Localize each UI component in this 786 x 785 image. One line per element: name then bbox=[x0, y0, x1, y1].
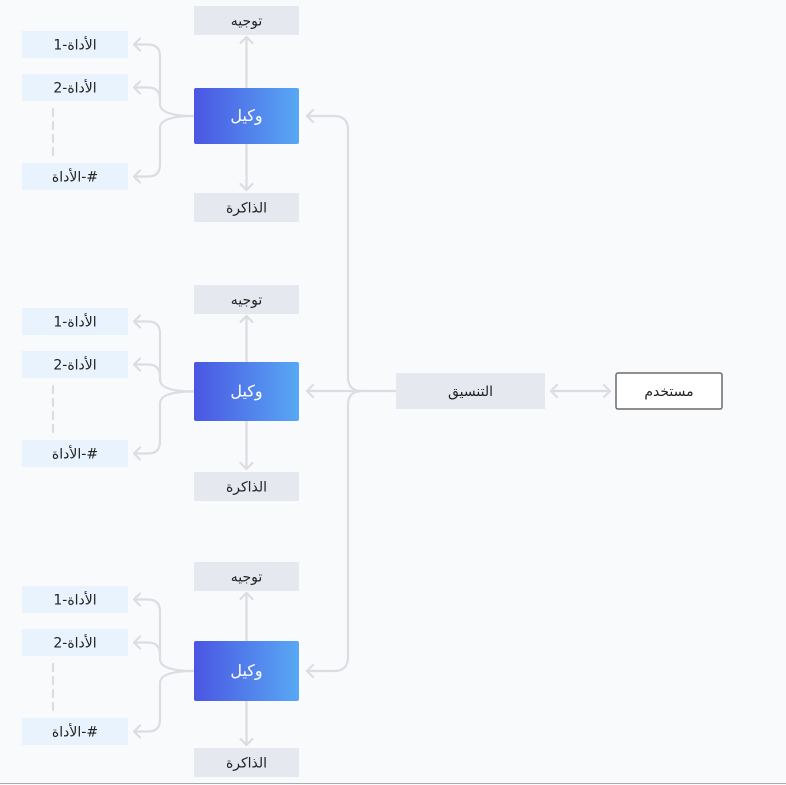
agent-2-tool-1-line bbox=[132, 320, 196, 393]
agent-1-tool-1-box-label: الأداة-1 bbox=[53, 36, 96, 54]
agent-2-tool-n-box-label: الأداة-# bbox=[52, 445, 98, 463]
routing-box-3-shape bbox=[194, 562, 299, 591]
agent-1-tool-n-arrow bbox=[132, 169, 142, 184]
agent-1-tool-2-box-shape bbox=[22, 74, 128, 101]
agent-1-tool-1-line bbox=[132, 43, 196, 118]
agent-box-1-label: وكيل bbox=[230, 106, 262, 126]
agent-3-tool-2-box: الأداة-2 bbox=[22, 629, 128, 656]
memory-box-3: الذاكرة bbox=[194, 748, 299, 777]
agent-2-tool-n-box-shape bbox=[22, 440, 128, 467]
memory-box-2: الذاكرة bbox=[194, 472, 299, 501]
connectors bbox=[51, 35, 612, 747]
agent-3-tool-n-box-shape bbox=[22, 718, 128, 745]
agent-2-to-routing-arrow bbox=[239, 314, 254, 324]
memory-box-3-label: الذاكرة bbox=[226, 756, 267, 772]
agent-2-tool-1-box-shape bbox=[22, 308, 128, 335]
nodes: توجيه الذاكرة وكيل الأداة-1 الأداة-2 الأداة-#… bbox=[22, 6, 723, 777]
agent-2-tool-1-box: الأداة-1 bbox=[22, 308, 128, 335]
agent-3-tool-2-arrow bbox=[132, 635, 142, 650]
orchestration-box: التنسيق bbox=[396, 373, 545, 409]
agent-box-2: وكيل bbox=[194, 362, 299, 421]
agent-2-tool-2-line bbox=[132, 363, 162, 378]
agent-3-to-memory-arrow bbox=[239, 737, 254, 747]
agent-2-tool-1-box-label: الأداة-1 bbox=[53, 313, 96, 331]
orchestration-box-shape bbox=[396, 373, 545, 409]
memory-box-3-shape bbox=[194, 748, 299, 777]
agent-1-tool-2-box-label: الأداة-2 bbox=[53, 79, 96, 97]
agent-2-tool-n-box: الأداة-# bbox=[22, 440, 128, 467]
memory-box-2-shape bbox=[194, 472, 299, 501]
agent-3-to-routing-arrow bbox=[239, 591, 254, 601]
agent-box-2-shape bbox=[194, 362, 299, 421]
agent-3-tool-1-box-shape bbox=[22, 586, 128, 613]
agent-box-1-shape bbox=[194, 88, 299, 144]
agent-box-2-label: وكيل bbox=[230, 382, 262, 402]
agent-1-tool-1-box-shape bbox=[22, 31, 128, 58]
orchestration-user-arrow-left bbox=[549, 383, 559, 399]
agent-1-tool-2-arrow bbox=[132, 80, 142, 95]
agent-1-tool-n-line bbox=[132, 114, 196, 178]
agent-3-tool-n-box-label: الأداة-# bbox=[52, 723, 98, 741]
memory-box-1-label: الذاكرة bbox=[226, 201, 267, 217]
orchestration-to-agent-3-arrow bbox=[305, 663, 315, 679]
orchestration-user-arrow-right bbox=[602, 383, 612, 399]
agent-1-to-routing-arrow bbox=[239, 35, 254, 45]
agent-2-tool-1-arrow bbox=[132, 314, 142, 329]
agent-2-tool-2-box-label: الأداة-2 bbox=[53, 356, 96, 374]
memory-box-2-label: الذاكرة bbox=[226, 480, 267, 496]
agent-box-3-shape bbox=[194, 641, 299, 701]
agent-2-tool-2-box-shape bbox=[22, 351, 128, 378]
agent-1-tool-1-arrow bbox=[132, 37, 142, 52]
routing-box-3: توجيه bbox=[194, 562, 299, 591]
agent-3-tool-2-box-shape bbox=[22, 629, 128, 656]
agent-3-tool-n-line bbox=[132, 669, 196, 733]
routing-box-1: توجيه bbox=[194, 6, 299, 35]
agent-1-tool-1-box: الأداة-1 bbox=[22, 31, 128, 58]
agent-1-tool-n-box-shape bbox=[22, 163, 128, 190]
orchestration-to-agent-2-arrow bbox=[305, 383, 315, 399]
user-box-shape bbox=[615, 372, 723, 410]
agent-3-tool-1-line bbox=[132, 598, 196, 673]
agent-1-to-memory-arrow bbox=[239, 182, 254, 192]
agent-box-1: وكيل bbox=[194, 88, 299, 144]
memory-box-1-shape bbox=[194, 193, 299, 222]
agent-1-tool-2-box: الأداة-2 bbox=[22, 74, 128, 101]
agent-3-tool-1-arrow bbox=[132, 592, 142, 607]
orchestration-box-label: التنسيق bbox=[448, 384, 493, 400]
orchestration-to-agent-1-line bbox=[305, 114, 398, 393]
agent-3-tool-2-line bbox=[132, 641, 162, 656]
agent-box-3-label: وكيل bbox=[230, 661, 262, 681]
routing-box-1-label: توجيه bbox=[231, 14, 263, 30]
agent-2-tool-n-arrow bbox=[132, 446, 142, 461]
agent-3-tool-n-box: الأداة-# bbox=[22, 718, 128, 745]
agent-3-tool-1-box: الأداة-1 bbox=[22, 586, 128, 613]
agent-1-tool-2-line bbox=[132, 86, 162, 101]
orchestration-to-agent-3-line bbox=[305, 389, 364, 673]
agent-box-3: وكيل bbox=[194, 641, 299, 701]
orchestration-to-agent-1-arrow bbox=[305, 108, 315, 124]
user-box-label: مستخدم bbox=[644, 384, 693, 400]
agent-2-tool-2-box: الأداة-2 bbox=[22, 351, 128, 378]
agent-2-to-memory-arrow bbox=[239, 461, 254, 471]
routing-box-1-shape bbox=[194, 6, 299, 35]
routing-box-2-shape bbox=[194, 285, 299, 314]
agent-2-tool-2-arrow bbox=[132, 357, 142, 372]
agent-2-tool-n-line bbox=[132, 390, 196, 455]
agent-3-tool-2-box-label: الأداة-2 bbox=[53, 634, 96, 652]
agent-3-tool-1-box-label: الأداة-1 bbox=[53, 591, 96, 609]
agent-3-tool-n-arrow bbox=[132, 724, 142, 739]
agent-1-tool-n-box-label: الأداة-# bbox=[52, 168, 98, 186]
agent-1-tool-n-box: الأداة-# bbox=[22, 163, 128, 190]
routing-box-3-label: توجيه bbox=[231, 570, 263, 586]
user-box: مستخدم bbox=[615, 372, 723, 410]
memory-box-1: الذاكرة bbox=[194, 193, 299, 222]
routing-box-2-label: توجيه bbox=[231, 293, 263, 309]
routing-box-2: توجيه bbox=[194, 285, 299, 314]
